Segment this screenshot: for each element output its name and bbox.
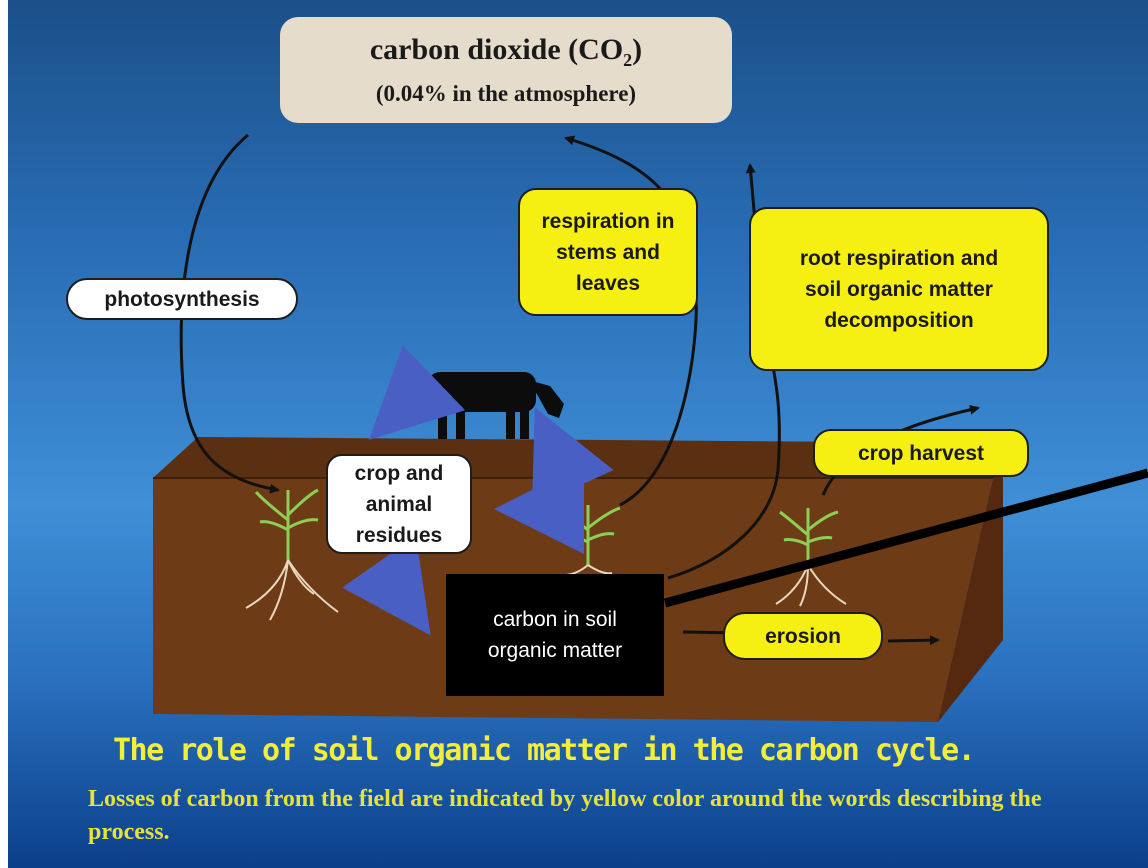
- co2-atmosphere-note: (0.04% in the atmosphere): [375, 81, 637, 106]
- flow-arrows: [342, 345, 614, 636]
- carbon-cycle-diagram: carbon dioxide (CO2) (0.04% in the atmos…: [8, 0, 1148, 868]
- erosion-box: erosion: [723, 612, 883, 660]
- pointer-line: [663, 468, 1148, 608]
- co2-label-end: ): [632, 33, 643, 66]
- atmosphere-co2-box: carbon dioxide (CO2) (0.04% in the atmos…: [280, 17, 732, 123]
- crop-animal-residues-box: crop and animal residues: [326, 454, 472, 554]
- co2-subscript: 2: [623, 50, 633, 70]
- respiration-stems-leaves-box: respiration in stems and leaves: [518, 188, 698, 316]
- co2-label: carbon dioxide (CO: [369, 33, 624, 66]
- crop-harvest-box: crop harvest: [813, 429, 1029, 477]
- root-respiration-box: root respiration and soil organic matter…: [749, 207, 1049, 371]
- soil-organic-carbon-box: carbon in soil organic matter: [446, 574, 664, 696]
- cow-silhouette: [423, 372, 564, 439]
- photosynthesis-label: photosynthesis: [66, 278, 298, 320]
- caption-title: The role of soil organic matter in the c…: [113, 733, 976, 768]
- caption-text: Losses of carbon from the field are indi…: [88, 786, 1042, 845]
- plant-left: [245, 488, 339, 621]
